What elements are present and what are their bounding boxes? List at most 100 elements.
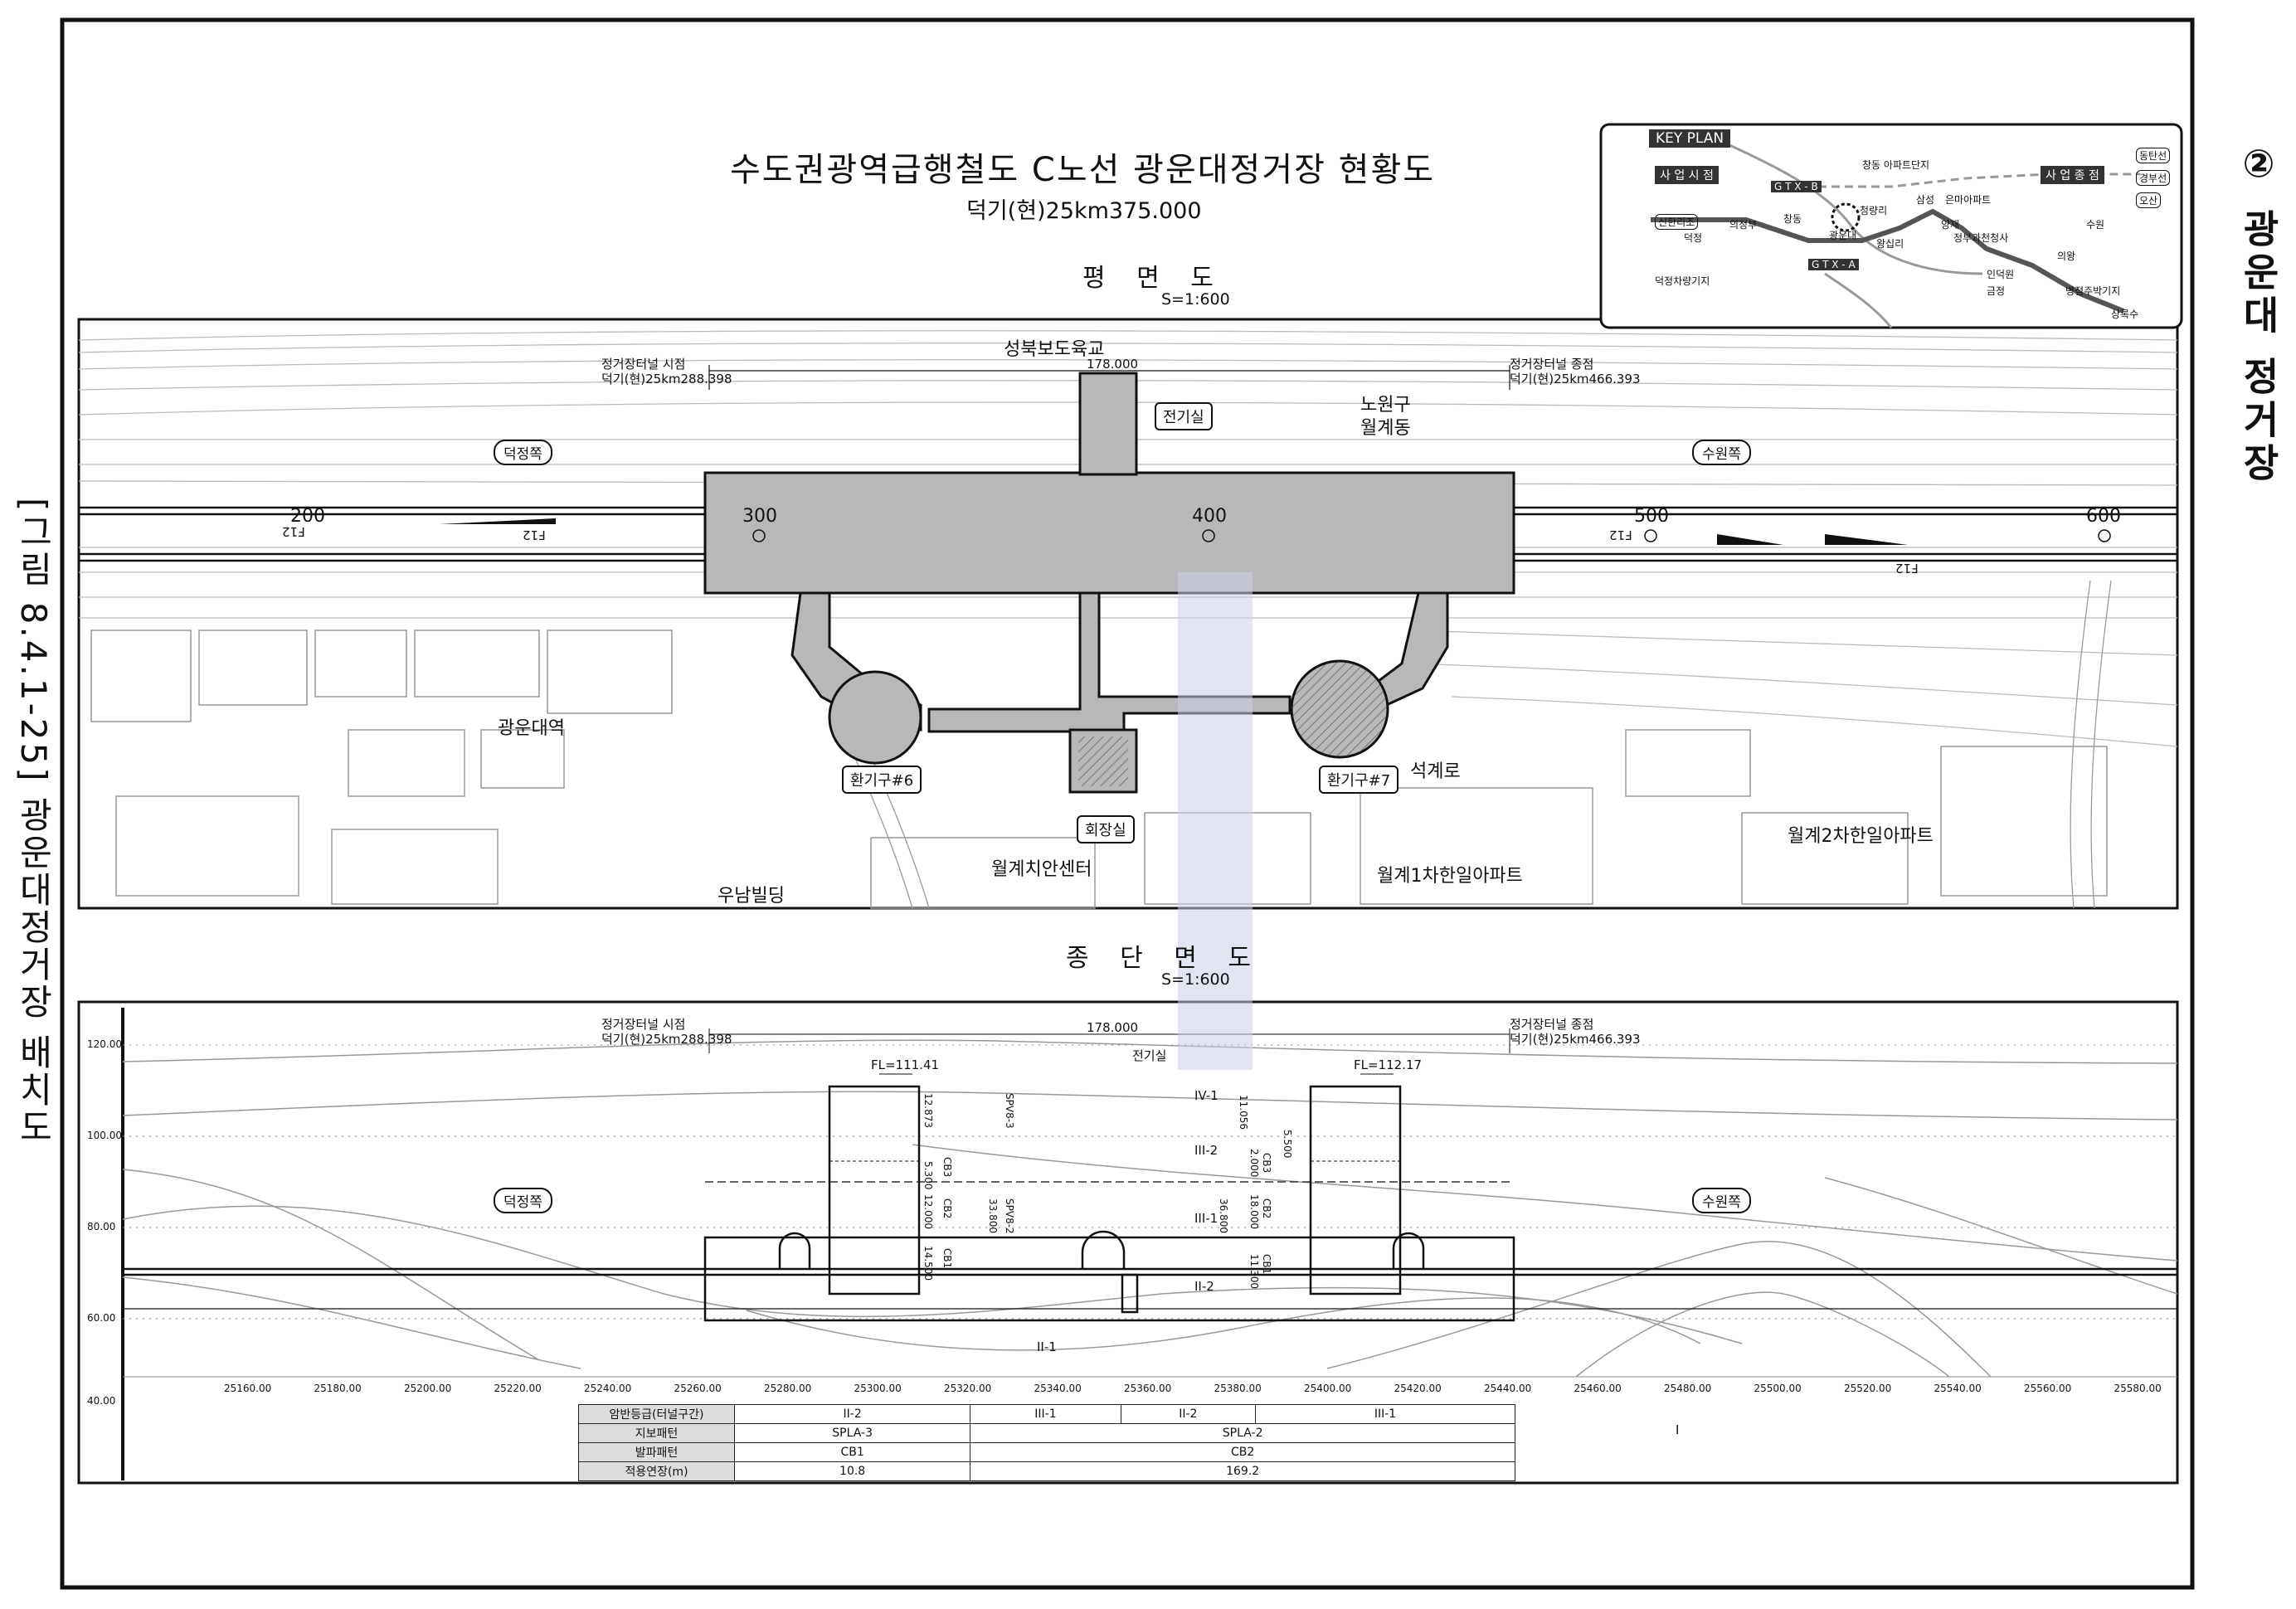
rock-grade-label: I: [1676, 1422, 1680, 1437]
key-plan-start: 사 업 시 점: [1655, 166, 1719, 184]
profile-start-km: 덕기(현)25km288.398: [601, 1032, 732, 1047]
dim-right: CB2: [1261, 1198, 1272, 1219]
plan-scale: S=1:600: [1161, 290, 1230, 309]
kp-place: 창동: [1783, 213, 1802, 225]
table-cell: II-2: [1120, 1404, 1257, 1424]
rock-grade-label: III-2: [1194, 1143, 1219, 1158]
table-cell: III-1: [1255, 1404, 1515, 1424]
direction-right-profile: 수원쪽: [1692, 1188, 1751, 1213]
direction-left-plan: 덕정쪽: [494, 440, 552, 465]
key-plan-gtxa: G T X - A: [1808, 259, 1859, 270]
profile-end-km: 덕기(현)25km466.393: [1510, 1032, 1641, 1047]
table-header: 적용연장(m): [578, 1461, 735, 1481]
kp-badge: 경부선: [2136, 170, 2171, 186]
kwangwoon-station-label: 광운대역: [498, 718, 565, 739]
table-cell: CB1: [733, 1442, 971, 1462]
apt2-label: 월계2차한일아파트: [1788, 826, 1934, 847]
vent6-label: 환기구#6: [842, 766, 922, 794]
dim-right: 11.056: [1238, 1095, 1249, 1130]
profile-scale: S=1:600: [1161, 970, 1230, 989]
dim-right: 36.800: [1218, 1198, 1229, 1233]
kp-place: 왕십리: [1876, 238, 1904, 250]
kp-place: 은마아파트: [1945, 194, 1992, 206]
dim-left: SPV8-2: [1004, 1198, 1015, 1234]
drawing-title: 수도권광역급행철도 C노선 광운대정거장 현황도: [730, 151, 1436, 189]
chainage-label: 25440.00: [1484, 1383, 1532, 1394]
figure-caption: [그림 8.4.1-25] 광운대정거장 배치도: [13, 498, 54, 1147]
table-cell: III-1: [970, 1404, 1121, 1424]
dong-label: 월계동: [1360, 418, 1411, 439]
seokgye-ro-label: 석계로: [1410, 761, 1461, 782]
chainage-label: 25300.00: [854, 1383, 902, 1394]
plan-span: 178.000: [1087, 357, 1139, 372]
profile-start-label: 정거장터널 시점: [601, 1017, 686, 1032]
direction-left-profile: 덕정쪽: [494, 1188, 552, 1213]
plan-end-label: 정거장터널 종점: [1510, 357, 1594, 372]
kp-place: 수원: [2086, 219, 2105, 231]
dim-left: CB2: [941, 1198, 953, 1219]
woonam-label: 우남빌딩: [718, 886, 785, 907]
kp-place: 양재: [1941, 219, 1960, 231]
elevation-label: 40.00: [87, 1395, 116, 1407]
drawing-subtitle: 덕기(현)25km375.000: [966, 198, 1202, 224]
profile-electric-room: 전기실: [1132, 1048, 1167, 1063]
electric-room-plan: 전기실: [1155, 402, 1213, 430]
table-row: 발파패턴 CB1 CB2: [578, 1442, 1515, 1462]
chainage-label: 25540.00: [1934, 1383, 1982, 1394]
chainage-label: 25480.00: [1664, 1383, 1712, 1394]
tunnel-spec-table: 암반등급(터널구간) II-2 III-1 II-2 III-1 지보패턴 SP…: [578, 1404, 1515, 1481]
plan-start-km: 덕기(현)25km288.398: [601, 372, 732, 386]
kp-place: 병점주박기지: [2065, 285, 2121, 297]
dim-right: 2.000: [1248, 1149, 1260, 1178]
vent7-label: 환기구#7: [1319, 766, 1399, 794]
chainage-label: 25180.00: [314, 1383, 362, 1394]
chainage-label: 25580.00: [2114, 1383, 2162, 1394]
fl-right: FL=112.17: [1354, 1057, 1423, 1072]
table-cell: 169.2: [970, 1461, 1515, 1481]
key-plan: [1599, 123, 2183, 329]
chainage-label: 25400.00: [1304, 1383, 1352, 1394]
dim-right: 5.500: [1282, 1130, 1293, 1159]
direction-right-plan: 수원쪽: [1692, 440, 1751, 465]
key-plan-gtxb: G T X - B: [1771, 181, 1822, 192]
kp-place: 의정부: [1729, 219, 1758, 231]
chainage-label: 25420.00: [1394, 1383, 1442, 1394]
chainage-400: 400: [1192, 506, 1227, 527]
elevation-label: 100.00: [87, 1130, 122, 1141]
table-row: 지보패턴 SPLA-3 SPLA-2: [578, 1423, 1515, 1443]
chainage-label: 25240.00: [584, 1383, 632, 1394]
apt1-label: 월계1차한일아파트: [1377, 866, 1523, 887]
track-label: F12: [282, 524, 305, 539]
chainage-label: 25220.00: [494, 1383, 542, 1394]
profile-span: 178.000: [1087, 1020, 1139, 1035]
dim-right: CB1: [1261, 1254, 1272, 1275]
track-label: F12: [1895, 561, 1919, 576]
police-center-label: 월계치안센터: [991, 859, 1092, 880]
meeting-room-label: 회장실: [1077, 815, 1135, 843]
fl-left: FL=111.41: [871, 1057, 940, 1072]
rock-grade-label: II-2: [1194, 1279, 1214, 1294]
chainage-200: 200: [290, 506, 325, 527]
dim-left: SPV8-3: [1004, 1093, 1015, 1129]
station-profile: [703, 1085, 1515, 1322]
chainage-500: 500: [1634, 506, 1669, 527]
chainage-label: 25260.00: [674, 1383, 722, 1394]
profile-end-label: 정거장터널 종점: [1510, 1017, 1594, 1032]
key-plan-end: 사 업 종 점: [2041, 166, 2104, 184]
plan-heading: 평 면 도: [1082, 264, 1225, 293]
profile-heading: 종 단 면 도: [1066, 944, 1263, 973]
plan-end-km: 덕기(현)25km466.393: [1510, 372, 1641, 386]
table-cell: SPLA-2: [970, 1423, 1515, 1443]
kp-place: 금정: [1987, 285, 2006, 297]
key-plan-title: KEY PLAN: [1649, 129, 1731, 148]
dim-left: 33.800: [987, 1198, 999, 1233]
table-header: 암반등급(터널구간): [578, 1404, 735, 1424]
table-row: 적용연장(m) 10.8 169.2: [578, 1461, 1515, 1481]
plan-start-label: 정거장터널 시점: [601, 357, 686, 372]
chainage-label: 25200.00: [404, 1383, 452, 1394]
kp-badge: 동탄선: [2136, 148, 2171, 163]
bridge-label: 성북보도육교: [1004, 339, 1105, 360]
kp-place: 창동 아파트단지: [1862, 159, 1930, 171]
dim-left: 12.873: [922, 1093, 934, 1128]
chainage-label: 25160.00: [224, 1383, 272, 1394]
